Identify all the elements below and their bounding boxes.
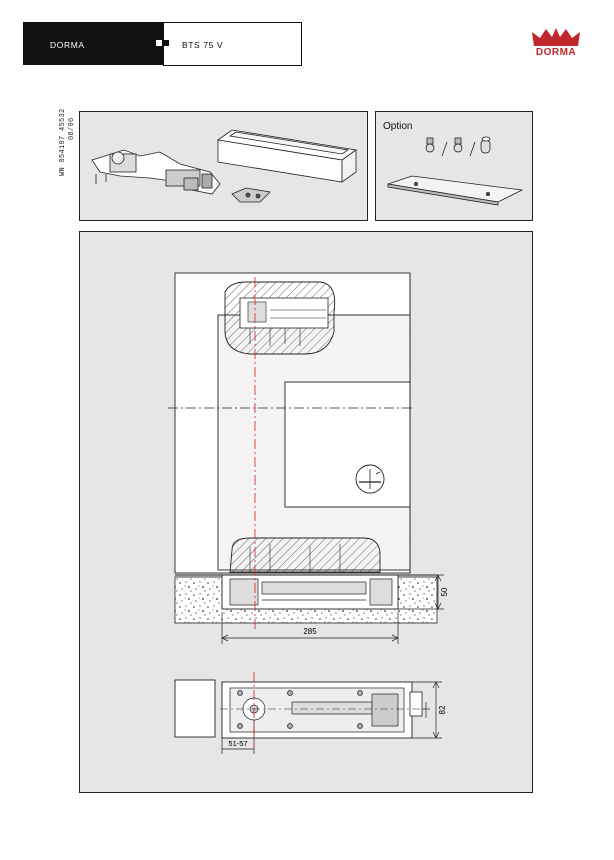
spindle-option-3-icon [480, 136, 491, 154]
length-dimension [221, 612, 399, 644]
closer-mechanism-icon [91, 149, 221, 195]
contents-illustration [91, 129, 358, 203]
door-panel [284, 381, 411, 508]
floor-plate-icon [387, 175, 524, 206]
logo-text: DORMA [535, 47, 577, 58]
header-brand: DORMA [50, 40, 85, 50]
closer-body-section [229, 578, 393, 606]
header-marker-black [163, 40, 169, 46]
header-brand-bar [23, 22, 163, 65]
dorma-logo: DORMA [528, 26, 584, 60]
spindle-option-2-icon [453, 137, 463, 153]
bottom-pivot-detail [229, 537, 381, 573]
option-illustration [387, 136, 524, 206]
length-value: 285 [303, 627, 317, 636]
header-model: BTS 75 V [182, 40, 224, 50]
plan-door-leaf [174, 679, 216, 738]
installation-drawing-panel: 50 285 [79, 231, 533, 793]
plan-closer-body [229, 687, 405, 733]
height-dimension [398, 574, 444, 610]
crown-icon [532, 28, 580, 46]
header-model-box [163, 22, 302, 66]
contents-panel [79, 111, 368, 221]
document-code-line2: 08/06 [68, 117, 76, 140]
top-pivot-detail [224, 281, 336, 355]
installation-drawing: 50 285 [168, 272, 449, 754]
document-code-line1: WN 054107 45532 [59, 108, 67, 176]
cement-box-icon [216, 129, 358, 183]
height-value: 50 [440, 587, 449, 596]
header-marker-white [156, 40, 162, 46]
width-value: 82 [438, 705, 447, 714]
option-label: Option [383, 121, 413, 132]
small-plate-icon [231, 187, 271, 203]
width-dimension [412, 681, 442, 739]
offset-value: 51-57 [228, 739, 247, 748]
option-panel: Option [375, 111, 533, 221]
offset-dimension [221, 720, 255, 754]
spindle-option-1-icon [425, 137, 435, 153]
door-handle-icon [355, 464, 385, 494]
